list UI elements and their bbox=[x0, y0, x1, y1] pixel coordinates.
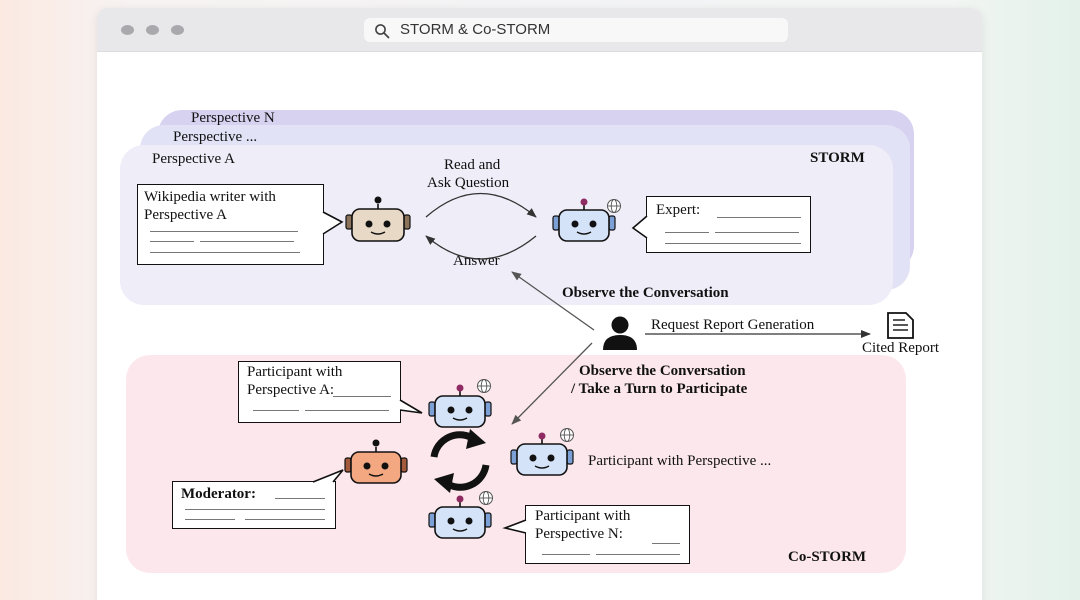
writer-bubble: Wikipedia writer with Perspective A bbox=[137, 184, 324, 265]
globe-icon bbox=[477, 379, 491, 393]
participant-n-robot-icon bbox=[428, 495, 492, 539]
observe-storm-label: Observe the Conversation bbox=[562, 285, 729, 301]
writer-bubble-line1: Wikipedia writer with bbox=[144, 189, 276, 205]
expert-bubble: Expert: bbox=[646, 196, 811, 253]
participant-n-bubble: Participant with Perspective N: bbox=[525, 505, 690, 564]
writer-bubble-tail bbox=[322, 211, 344, 235]
participant-a-line1: Participant with bbox=[247, 364, 343, 380]
refresh-cycle-icon bbox=[430, 429, 490, 493]
expert-bubble-label: Expert: bbox=[656, 202, 701, 218]
participant-a-tail bbox=[399, 399, 423, 414]
participant-a-line2: Perspective A: bbox=[247, 382, 335, 398]
globe-icon bbox=[560, 428, 574, 442]
address-text: STORM & Co-STORM bbox=[400, 21, 551, 38]
layer-label-etc: Perspective ... bbox=[173, 129, 258, 145]
window-maximize-dot[interactable] bbox=[171, 25, 184, 35]
read-ask-line2: Ask Question bbox=[427, 175, 510, 191]
globe-icon bbox=[479, 491, 493, 505]
title-bar: STORM & Co-STORM bbox=[97, 8, 982, 52]
participant-mid-label: Participant with Perspective ... bbox=[588, 453, 772, 469]
observe-costorm-arrow bbox=[511, 342, 593, 425]
window-close-dot[interactable] bbox=[121, 25, 134, 35]
storm-label: STORM bbox=[810, 150, 865, 166]
writer-robot-icon bbox=[345, 196, 411, 242]
moderator-tail bbox=[312, 469, 344, 483]
request-report-label: Request Report Generation bbox=[651, 317, 815, 333]
observe-costorm-line2: / Take a Turn to Participate bbox=[571, 381, 748, 397]
participant-a-robot-icon bbox=[428, 384, 492, 428]
cited-report-label: Cited Report bbox=[862, 340, 940, 356]
document-icon bbox=[887, 312, 914, 339]
expert-bubble-tail bbox=[631, 215, 648, 239]
layer-label-n: Perspective N bbox=[191, 110, 275, 126]
search-icon bbox=[375, 24, 390, 39]
moderator-bubble: Moderator: bbox=[172, 481, 336, 529]
participant-n-tail bbox=[502, 519, 527, 534]
participant-n-line1: Participant with bbox=[535, 508, 631, 524]
participant-mid-robot-icon bbox=[510, 432, 574, 476]
answer-arrow bbox=[425, 235, 537, 260]
moderator-robot-icon bbox=[344, 439, 408, 484]
user-icon bbox=[603, 316, 637, 350]
observe-costorm-line1: Observe the Conversation bbox=[579, 363, 746, 379]
observe-storm-arrow bbox=[511, 271, 595, 331]
participant-a-bubble: Participant with Perspective A: bbox=[238, 361, 401, 423]
participant-n-line2: Perspective N: bbox=[535, 526, 623, 542]
moderator-label: Moderator: bbox=[181, 486, 256, 502]
globe-icon bbox=[607, 199, 621, 213]
window-minimize-dot[interactable] bbox=[146, 25, 159, 35]
read-ask-line1: Read and bbox=[444, 157, 501, 173]
ask-arrow bbox=[425, 192, 537, 218]
expert-robot-icon bbox=[552, 198, 616, 242]
address-bar[interactable]: STORM & Co-STORM bbox=[364, 18, 788, 42]
layer-label-a: Perspective A bbox=[152, 151, 235, 167]
writer-bubble-line2: Perspective A bbox=[144, 207, 227, 223]
costorm-label: Co-STORM bbox=[788, 549, 867, 565]
